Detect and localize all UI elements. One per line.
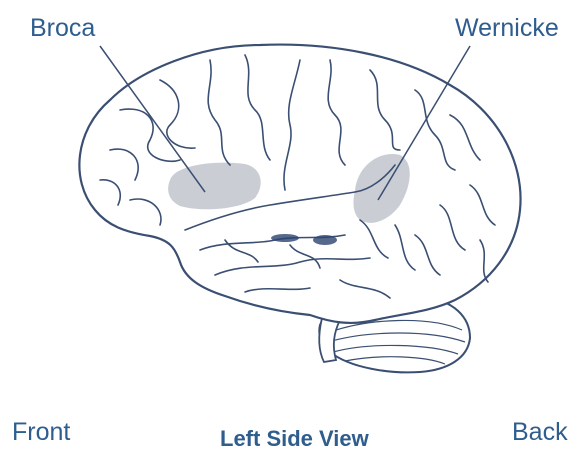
front-label: Front bbox=[12, 418, 70, 447]
wernicke-label: Wernicke bbox=[455, 14, 559, 43]
cerebrum-outline bbox=[79, 45, 520, 323]
broca-area-highlight bbox=[168, 163, 261, 210]
broca-label: Broca bbox=[30, 14, 95, 43]
view-title: Left Side View bbox=[220, 426, 369, 452]
back-label: Back bbox=[512, 418, 568, 447]
